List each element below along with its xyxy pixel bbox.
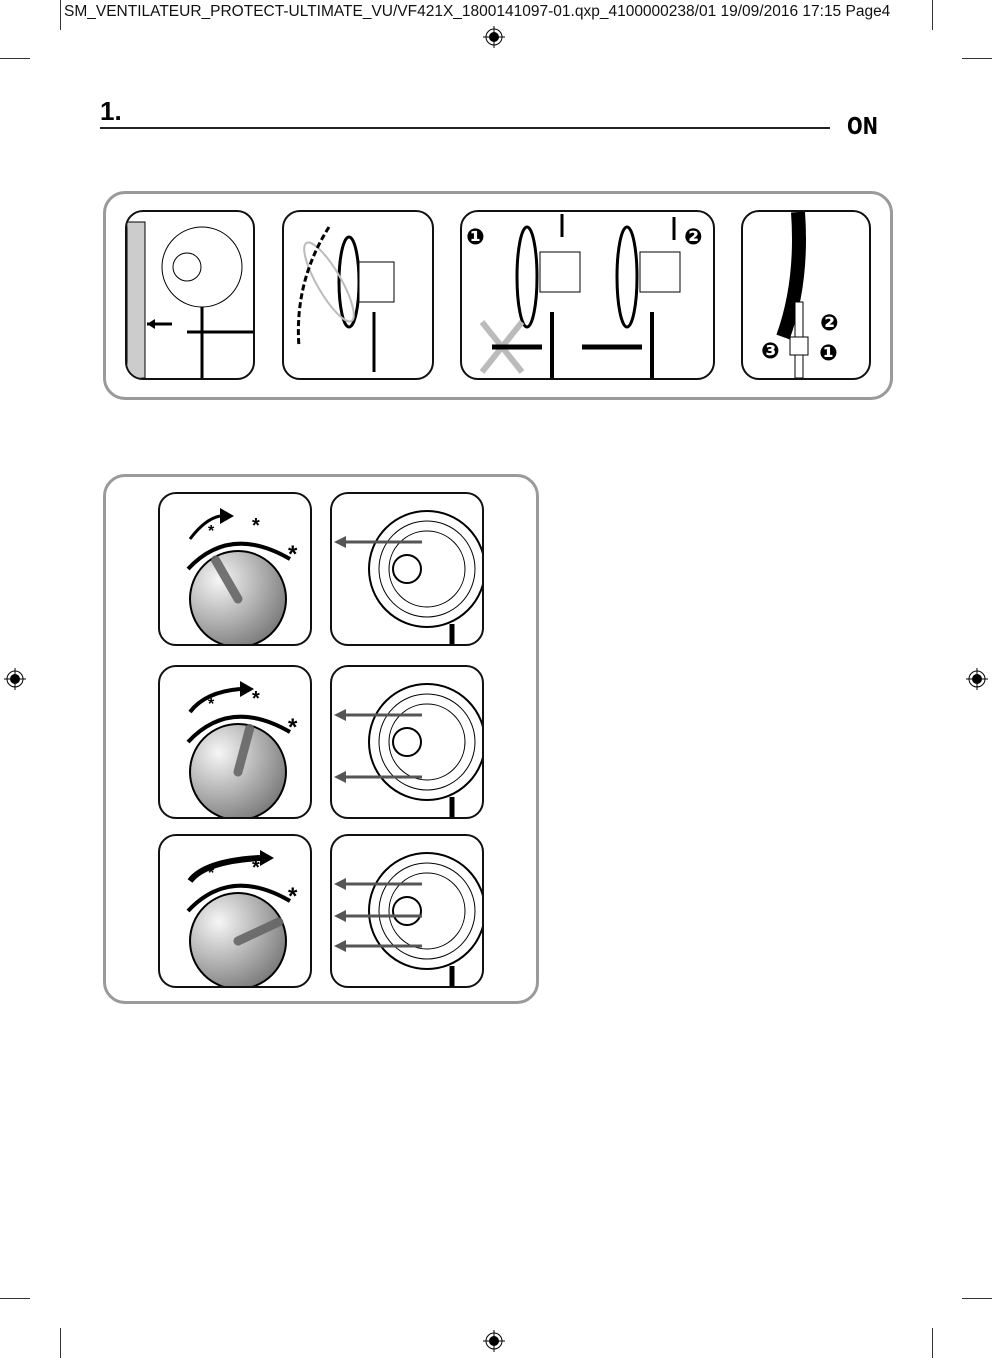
svg-text:*: * <box>208 523 215 540</box>
crop-mark <box>932 1328 933 1358</box>
tilt-illustration <box>282 210 434 380</box>
crop-mark <box>60 1328 61 1358</box>
svg-text:*: * <box>208 696 215 713</box>
registration-mark-icon <box>4 668 26 690</box>
crop-mark <box>962 58 992 59</box>
registration-mark-icon <box>483 26 505 48</box>
step-1-label: ❶ <box>819 341 838 366</box>
speed-dial-illustration: * * * <box>158 665 312 819</box>
crop-mark <box>0 1298 30 1299</box>
svg-text:*: * <box>252 857 260 879</box>
step-3-label: ❸ <box>761 339 780 364</box>
section-rule <box>100 127 830 129</box>
step-2-label: ❷ <box>820 311 839 336</box>
fan-airflow-illustration <box>330 834 484 988</box>
print-slug: SM_VENTILATEUR_PROTECT-ULTIMATE_VU/VF421… <box>64 3 891 20</box>
crop-mark <box>0 58 30 59</box>
section-number: 1. <box>100 96 122 126</box>
svg-text:*: * <box>288 714 298 741</box>
assembly-illustrations <box>103 191 893 400</box>
speed-dial-illustration: * * * <box>158 834 312 988</box>
height-adjust-illustration: ❷ ❸ ❶ <box>741 210 871 380</box>
step-2-label: ❷ <box>684 225 703 250</box>
plug-in-illustration <box>125 210 255 380</box>
section-label: ON <box>847 114 879 140</box>
svg-text:*: * <box>252 688 260 710</box>
step-1-label: ❶ <box>466 225 485 250</box>
svg-text:*: * <box>252 515 260 537</box>
svg-text:*: * <box>288 883 298 910</box>
crop-mark <box>962 1298 992 1299</box>
speed-settings-illustrations <box>103 474 539 1004</box>
svg-text:*: * <box>288 541 298 568</box>
fan-airflow-illustration <box>330 492 484 646</box>
speed-dial-illustration: * * * <box>158 492 312 646</box>
crop-mark <box>932 0 933 30</box>
crop-mark <box>60 0 61 30</box>
svg-text:*: * <box>208 865 215 882</box>
fan-airflow-illustration <box>330 665 484 819</box>
registration-mark-icon <box>483 1330 505 1352</box>
registration-mark-icon <box>966 668 988 690</box>
